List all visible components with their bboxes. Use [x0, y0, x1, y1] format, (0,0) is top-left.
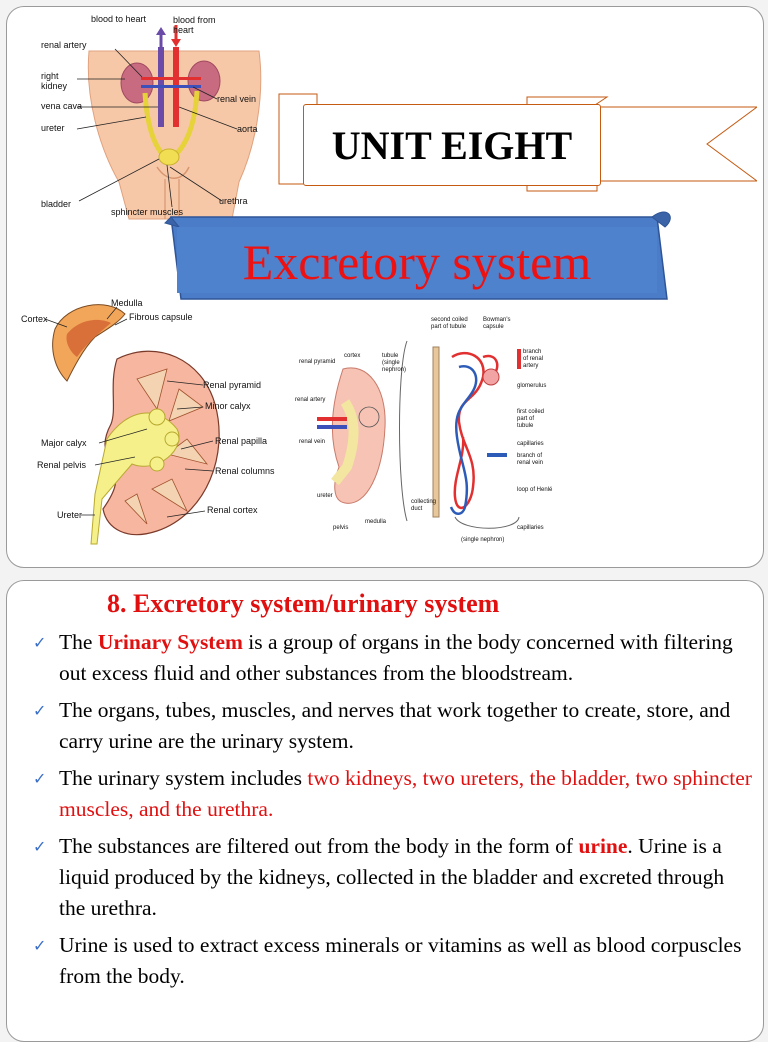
label-renal-cortex: Renal cortex — [207, 505, 258, 515]
highlight-organs-list: two kidneys, two ureters, the bladder, t… — [59, 766, 752, 821]
label-minor-calyx: Minor calyx — [205, 401, 251, 411]
label-collecting-duct: collecting duct — [411, 499, 437, 512]
label-loop-of-henle: loop of Henlé — [517, 487, 553, 493]
slide-title: blood to heart blood from heart renal ar… — [6, 6, 764, 568]
bullet-text: The organs, tubes, muscles, and nerves t… — [59, 698, 731, 753]
label-ureter: Ureter — [57, 510, 83, 520]
bullet-list: ✓ The Urinary System is a group of organ… — [33, 627, 753, 998]
label-sphincter-muscles: sphincter muscles — [111, 207, 184, 217]
label-renal-pelvis: Renal pelvis — [37, 460, 87, 470]
unit-title-box: UNIT EIGHT — [303, 104, 601, 186]
bullet-text: The — [59, 630, 98, 654]
label-renal-artery: renal artery — [41, 40, 87, 50]
bullet-text: is a group of organs in the body concern… — [59, 630, 733, 685]
unit-title: UNIT EIGHT — [331, 122, 573, 168]
label-urethra: urethra — [219, 196, 248, 206]
bullet-text: . Urine is a liquid produced by the kidn… — [59, 834, 725, 920]
label-second-coiled: second coiled part of tubule — [431, 317, 468, 330]
label-major-calyx: Major calyx — [41, 438, 87, 448]
label-nephron-renal-vein: renal vein — [299, 439, 326, 445]
kidney-cross-section: Medulla Cortex Fibrous capsule Renal pyr… — [7, 289, 297, 559]
slide-content: 8. Excretory system/urinary system ✓ The… — [6, 580, 764, 1042]
urinary-system-illustration: blood to heart blood from heart renal ar… — [7, 7, 297, 222]
label-renal-papilla: Renal papilla — [215, 436, 268, 446]
label-nephron-renal-pyramid: renal pyramid — [299, 359, 336, 365]
label-right-kidney: right kidney — [41, 71, 68, 91]
bullet-item: ✓ The organs, tubes, muscles, and nerves… — [33, 695, 753, 757]
label-bladder: bladder — [41, 199, 72, 209]
label-branch-renal-artery: branch of renal artery — [523, 349, 544, 369]
label-capillaries: capillaries — [517, 441, 544, 447]
label-ureter: ureter — [41, 123, 65, 133]
label-fibrous-capsule: Fibrous capsule — [129, 312, 193, 322]
label-branch-renal-vein: branch of renal vein — [517, 453, 544, 466]
label-renal-pyramid: Renal pyramid — [203, 380, 262, 390]
label-medulla: Medulla — [111, 298, 143, 308]
bullet-text: The urinary system includes — [59, 766, 308, 790]
nephron-diagram: second coiled part of tubule Bowman's ca… — [287, 307, 552, 551]
label-single-nephron: (single nephron) — [461, 537, 505, 543]
label-nephron-renal-artery: renal artery — [295, 397, 326, 403]
highlight-urinary-system: Urinary System — [97, 630, 243, 654]
label-cortex: Cortex — [21, 314, 48, 324]
title-banner — [164, 211, 671, 300]
checkmark-icon: ✓ — [33, 633, 47, 652]
bullet-item: ✓ The substances are filtered out from t… — [33, 831, 753, 924]
label-bowmans-capsule: Bowman's capsule — [483, 317, 511, 330]
bullet-text: The substances are filtered out from the… — [59, 834, 579, 858]
label-tubule: tubule (single nephron) — [382, 353, 407, 373]
bullet-item: ✓ The urinary system includes two kidney… — [33, 763, 753, 825]
checkmark-icon: ✓ — [33, 936, 47, 955]
label-medulla: medulla — [365, 519, 387, 525]
label-vena-cava: vena cava — [41, 101, 83, 111]
label-aorta: aorta — [237, 124, 258, 134]
label-pelvis: pelvis — [333, 525, 349, 531]
checkmark-icon: ✓ — [33, 837, 47, 856]
bullet-item: ✓ Urine is used to extract excess minera… — [33, 930, 753, 992]
checkmark-icon: ✓ — [33, 701, 47, 720]
label-renal-vein: renal vein — [217, 94, 257, 104]
label-nephron-cortex: cortex — [344, 353, 361, 359]
bullet-item: ✓ The Urinary System is a group of organ… — [33, 627, 753, 689]
label-blood-from-heart: blood from heart — [173, 15, 216, 35]
bullet-text: Urine is used to extract excess minerals… — [59, 933, 742, 988]
banner-title: Excretory system — [242, 234, 592, 290]
label-capillaries-2: capillaries — [517, 525, 544, 531]
highlight-urine: urine — [578, 834, 628, 858]
checkmark-icon: ✓ — [33, 769, 47, 788]
section-title: 8. Excretory system/urinary system — [107, 589, 500, 618]
label-first-coiled: first coiled part of tubule — [517, 409, 545, 429]
label-renal-columns: Renal columns — [215, 466, 275, 476]
label-glomerulus: glomerulus — [517, 383, 547, 389]
label-nephron-ureter: ureter — [317, 493, 333, 499]
label-blood-to-heart: blood to heart — [91, 14, 147, 24]
